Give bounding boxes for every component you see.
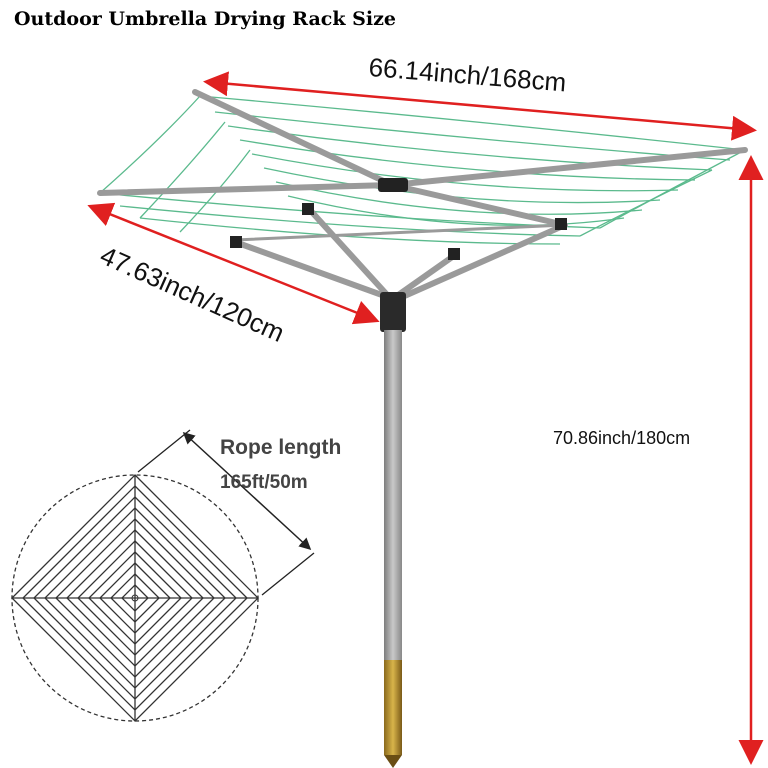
rope-length-value: 165ft/50m [220,472,308,493]
rope-diagram [11,429,315,722]
pole [384,330,402,660]
page-title: Outdoor Umbrella Drying Rack Size [14,8,396,30]
ground-spike [384,660,402,755]
clothes-lines [99,95,746,245]
width-arrow [203,71,757,141]
hub-top [378,178,408,192]
arm-joints [230,203,567,260]
frame-arms [97,89,748,301]
rope-length-label: Rope length [220,436,342,459]
height-dimension-label: 70.86inch/180cm [553,428,691,448]
depth-arrow [87,202,380,325]
hub-joint [380,292,406,332]
